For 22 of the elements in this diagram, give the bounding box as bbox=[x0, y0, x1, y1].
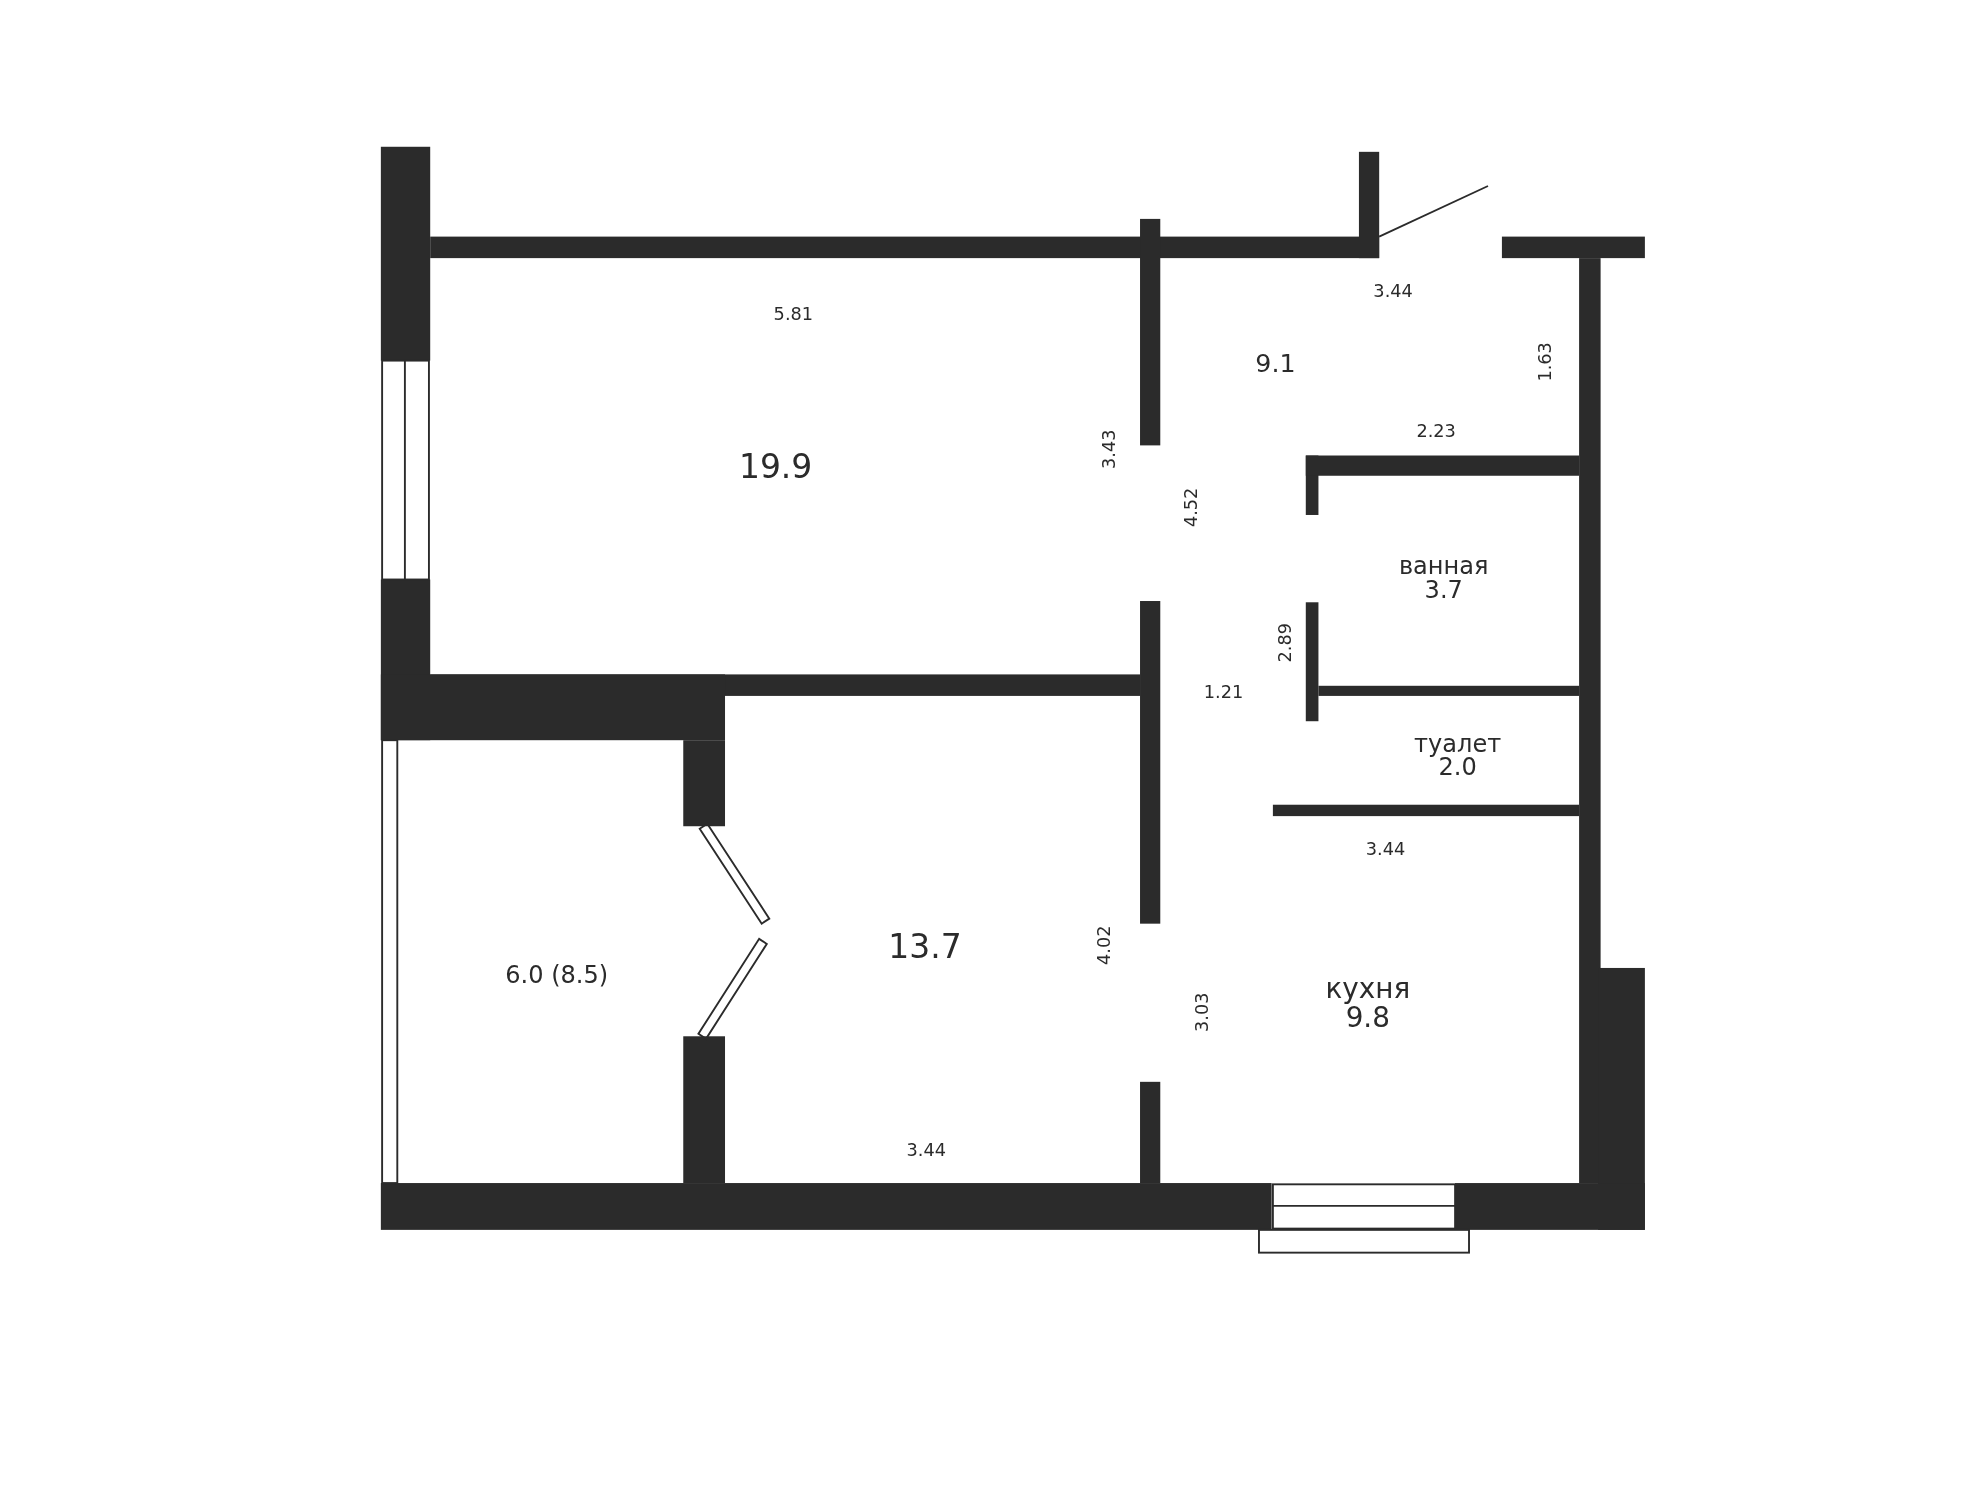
dimension-label: 2.89 bbox=[1275, 623, 1294, 663]
room-name: туалет bbox=[1414, 732, 1502, 756]
dimension-label: 4.52 bbox=[1181, 487, 1200, 528]
room-name: кухня bbox=[1325, 975, 1411, 1004]
dimension-label: 4.02 bbox=[1094, 925, 1113, 965]
area-label: 9.1 bbox=[1255, 350, 1296, 376]
area-label: 9.8 bbox=[1345, 1004, 1390, 1033]
room-name: ванная bbox=[1398, 553, 1489, 578]
area-label: 19.9 bbox=[739, 450, 813, 484]
dimension-label: 3.44 bbox=[1373, 282, 1413, 300]
dimension-label: 3.43 bbox=[1099, 429, 1118, 469]
dimension-label: 1.21 bbox=[1203, 683, 1244, 701]
dimension-label: 5.81 bbox=[773, 304, 814, 323]
area-label: 3.7 bbox=[1424, 577, 1463, 602]
dimension-label: 2.23 bbox=[1416, 421, 1456, 440]
area-label: 13.7 bbox=[888, 930, 962, 963]
area-label: 2.0 bbox=[1438, 754, 1477, 779]
area-label: 6.0 (8.5) bbox=[505, 962, 609, 987]
dimension-label: 1.63 bbox=[1536, 342, 1554, 382]
dimension-label: 3.03 bbox=[1193, 992, 1211, 1032]
dimension-label: 3.44 bbox=[906, 1141, 946, 1159]
dimension-label: 3.44 bbox=[1365, 840, 1406, 858]
